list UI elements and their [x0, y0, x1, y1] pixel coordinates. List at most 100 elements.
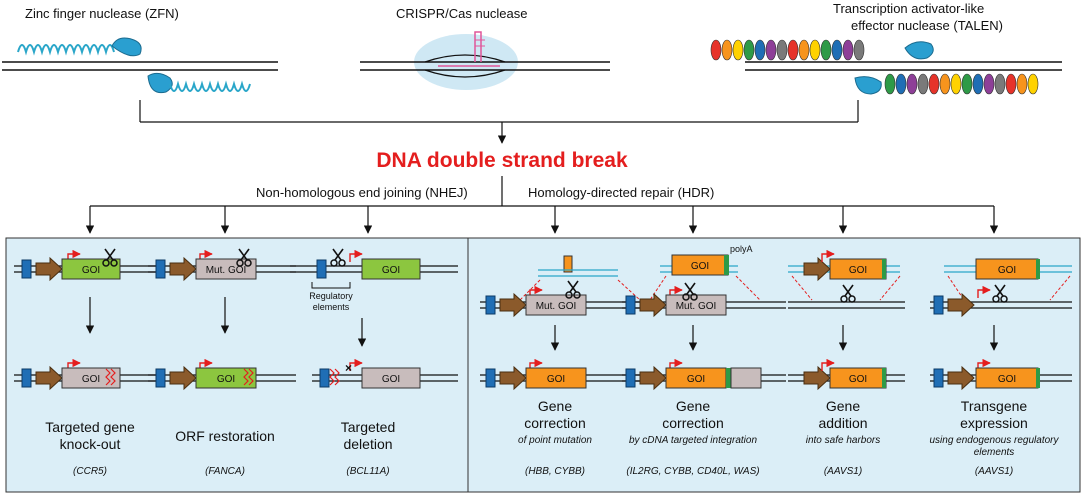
- promoter-box: [155, 368, 166, 388]
- promoter-box: [155, 259, 166, 279]
- talen-repeat: [743, 39, 755, 61]
- talen-repeat: [1005, 73, 1017, 95]
- hdr-label: Homology-directed repair (HDR): [528, 185, 714, 200]
- outcome-genes: (FANCA): [205, 466, 245, 477]
- talen-repeat: [809, 39, 821, 61]
- gene-label: Mut. GOI: [676, 301, 717, 312]
- outcome-subtitle: of point mutation: [518, 435, 592, 446]
- gene-label: GOI: [998, 265, 1016, 276]
- outcome-title: Transgene: [961, 398, 1028, 414]
- gene-label: Mut. GOI: [536, 301, 577, 312]
- nhej-label: Non-homologous end joining (NHEJ): [256, 185, 468, 200]
- gene-box: [195, 258, 257, 280]
- gene-label: GOI: [998, 374, 1016, 385]
- regulatory-label: elements: [313, 302, 350, 312]
- gene-label: GOI: [849, 374, 867, 385]
- homology-arm: [791, 275, 901, 301]
- talen-repeat: [928, 73, 940, 95]
- polya-box: [882, 259, 886, 279]
- talen-repeat: [1016, 73, 1028, 95]
- promoter-box: [319, 368, 330, 388]
- talen-repeat: [972, 73, 984, 95]
- talen-repeat: [776, 39, 788, 61]
- talen-repeat: [939, 73, 951, 95]
- outcome-title: Gene: [538, 398, 572, 414]
- promoter-box: [21, 368, 32, 388]
- outcome-title: correction: [662, 415, 723, 431]
- promoter-box: [21, 259, 32, 279]
- talen-repeat: [831, 39, 843, 61]
- promoter-box: [933, 368, 944, 388]
- outcome-title: addition: [818, 415, 867, 431]
- regulatory-bracket: [311, 282, 351, 289]
- column-targeted-deletion: GOIRegulatoryelements×GOITargeteddeletio…: [290, 248, 458, 477]
- gene-label: GOI: [382, 265, 400, 276]
- indel-mark: [329, 368, 340, 386]
- outcome-title: deletion: [343, 436, 392, 452]
- regulatory-label: Regulatory: [309, 291, 353, 301]
- indel-mark: [105, 368, 116, 386]
- gene-label: GOI: [547, 374, 565, 385]
- polya-box: [882, 368, 886, 388]
- talen-repeat: [917, 73, 929, 95]
- promoter-box: [316, 259, 327, 279]
- talen-repeat: [983, 73, 995, 95]
- gene-box: [361, 258, 421, 280]
- promoter-box: [625, 368, 636, 388]
- polya-label: polyA: [730, 244, 753, 254]
- converging-lines: [139, 100, 859, 144]
- outcome-title: Gene: [826, 398, 860, 414]
- outcome-title: Gene: [676, 398, 710, 414]
- outcome-title: Targeted gene: [45, 419, 135, 435]
- nhej-panel: [5, 237, 469, 493]
- promoter-box: [933, 295, 944, 315]
- talen-repeat: [994, 73, 1006, 95]
- talen-label-2: effector nuclease (TALEN): [851, 18, 1003, 33]
- talen-repeat: [906, 73, 918, 95]
- outcome-genes: (AAVS1): [824, 466, 862, 477]
- talen-repeat: [853, 39, 865, 61]
- talen-repeat: [732, 39, 744, 61]
- block-mark: ×: [345, 361, 352, 375]
- outcome-subtitle: into safe harbors: [806, 435, 881, 446]
- gene-box: [525, 367, 587, 389]
- polya-box: [1036, 368, 1040, 388]
- gene-box: [525, 294, 587, 316]
- outcome-genes: (AAVS1): [975, 466, 1013, 477]
- polya-box: [724, 255, 729, 275]
- talen-repeat: [842, 39, 854, 61]
- gene-box: [361, 367, 421, 389]
- outcome-title: correction: [524, 415, 585, 431]
- homology-arm: [649, 275, 761, 301]
- polya-box: [1036, 259, 1040, 279]
- outcome-genes: (IL2RG, CYBB, CD40L, WAS): [626, 466, 759, 477]
- talen-repeat: [721, 39, 733, 61]
- talen-repeat: [710, 39, 722, 61]
- outcome-subtitle: by cDNA targeted integration: [629, 435, 757, 446]
- promoter-box: [485, 295, 496, 315]
- gene-label: GOI: [82, 374, 100, 385]
- talen-dna: [710, 39, 1062, 95]
- homology-arm: [947, 275, 1071, 301]
- gene-label: GOI: [691, 261, 709, 272]
- gene-label: Mut. GOI: [206, 265, 247, 276]
- polya-box: [726, 368, 731, 388]
- gene-label: GOI: [82, 265, 100, 276]
- crispr-label: CRISPR/Cas nuclease: [396, 6, 528, 21]
- dsb-title: DNA double strand break: [376, 149, 628, 172]
- talen-repeat: [884, 73, 896, 95]
- talen-repeat: [1027, 73, 1039, 95]
- gene-box: [195, 367, 257, 389]
- promoter-box: [625, 295, 636, 315]
- zfn-label: Zinc finger nuclease (ZFN): [25, 6, 179, 21]
- talen-repeat: [950, 73, 962, 95]
- talen-repeat: [798, 39, 810, 61]
- outcome-title: knock-out: [60, 436, 121, 452]
- gene-remainder: [730, 367, 762, 389]
- talen-repeat: [787, 39, 799, 61]
- gene-box: [61, 258, 121, 280]
